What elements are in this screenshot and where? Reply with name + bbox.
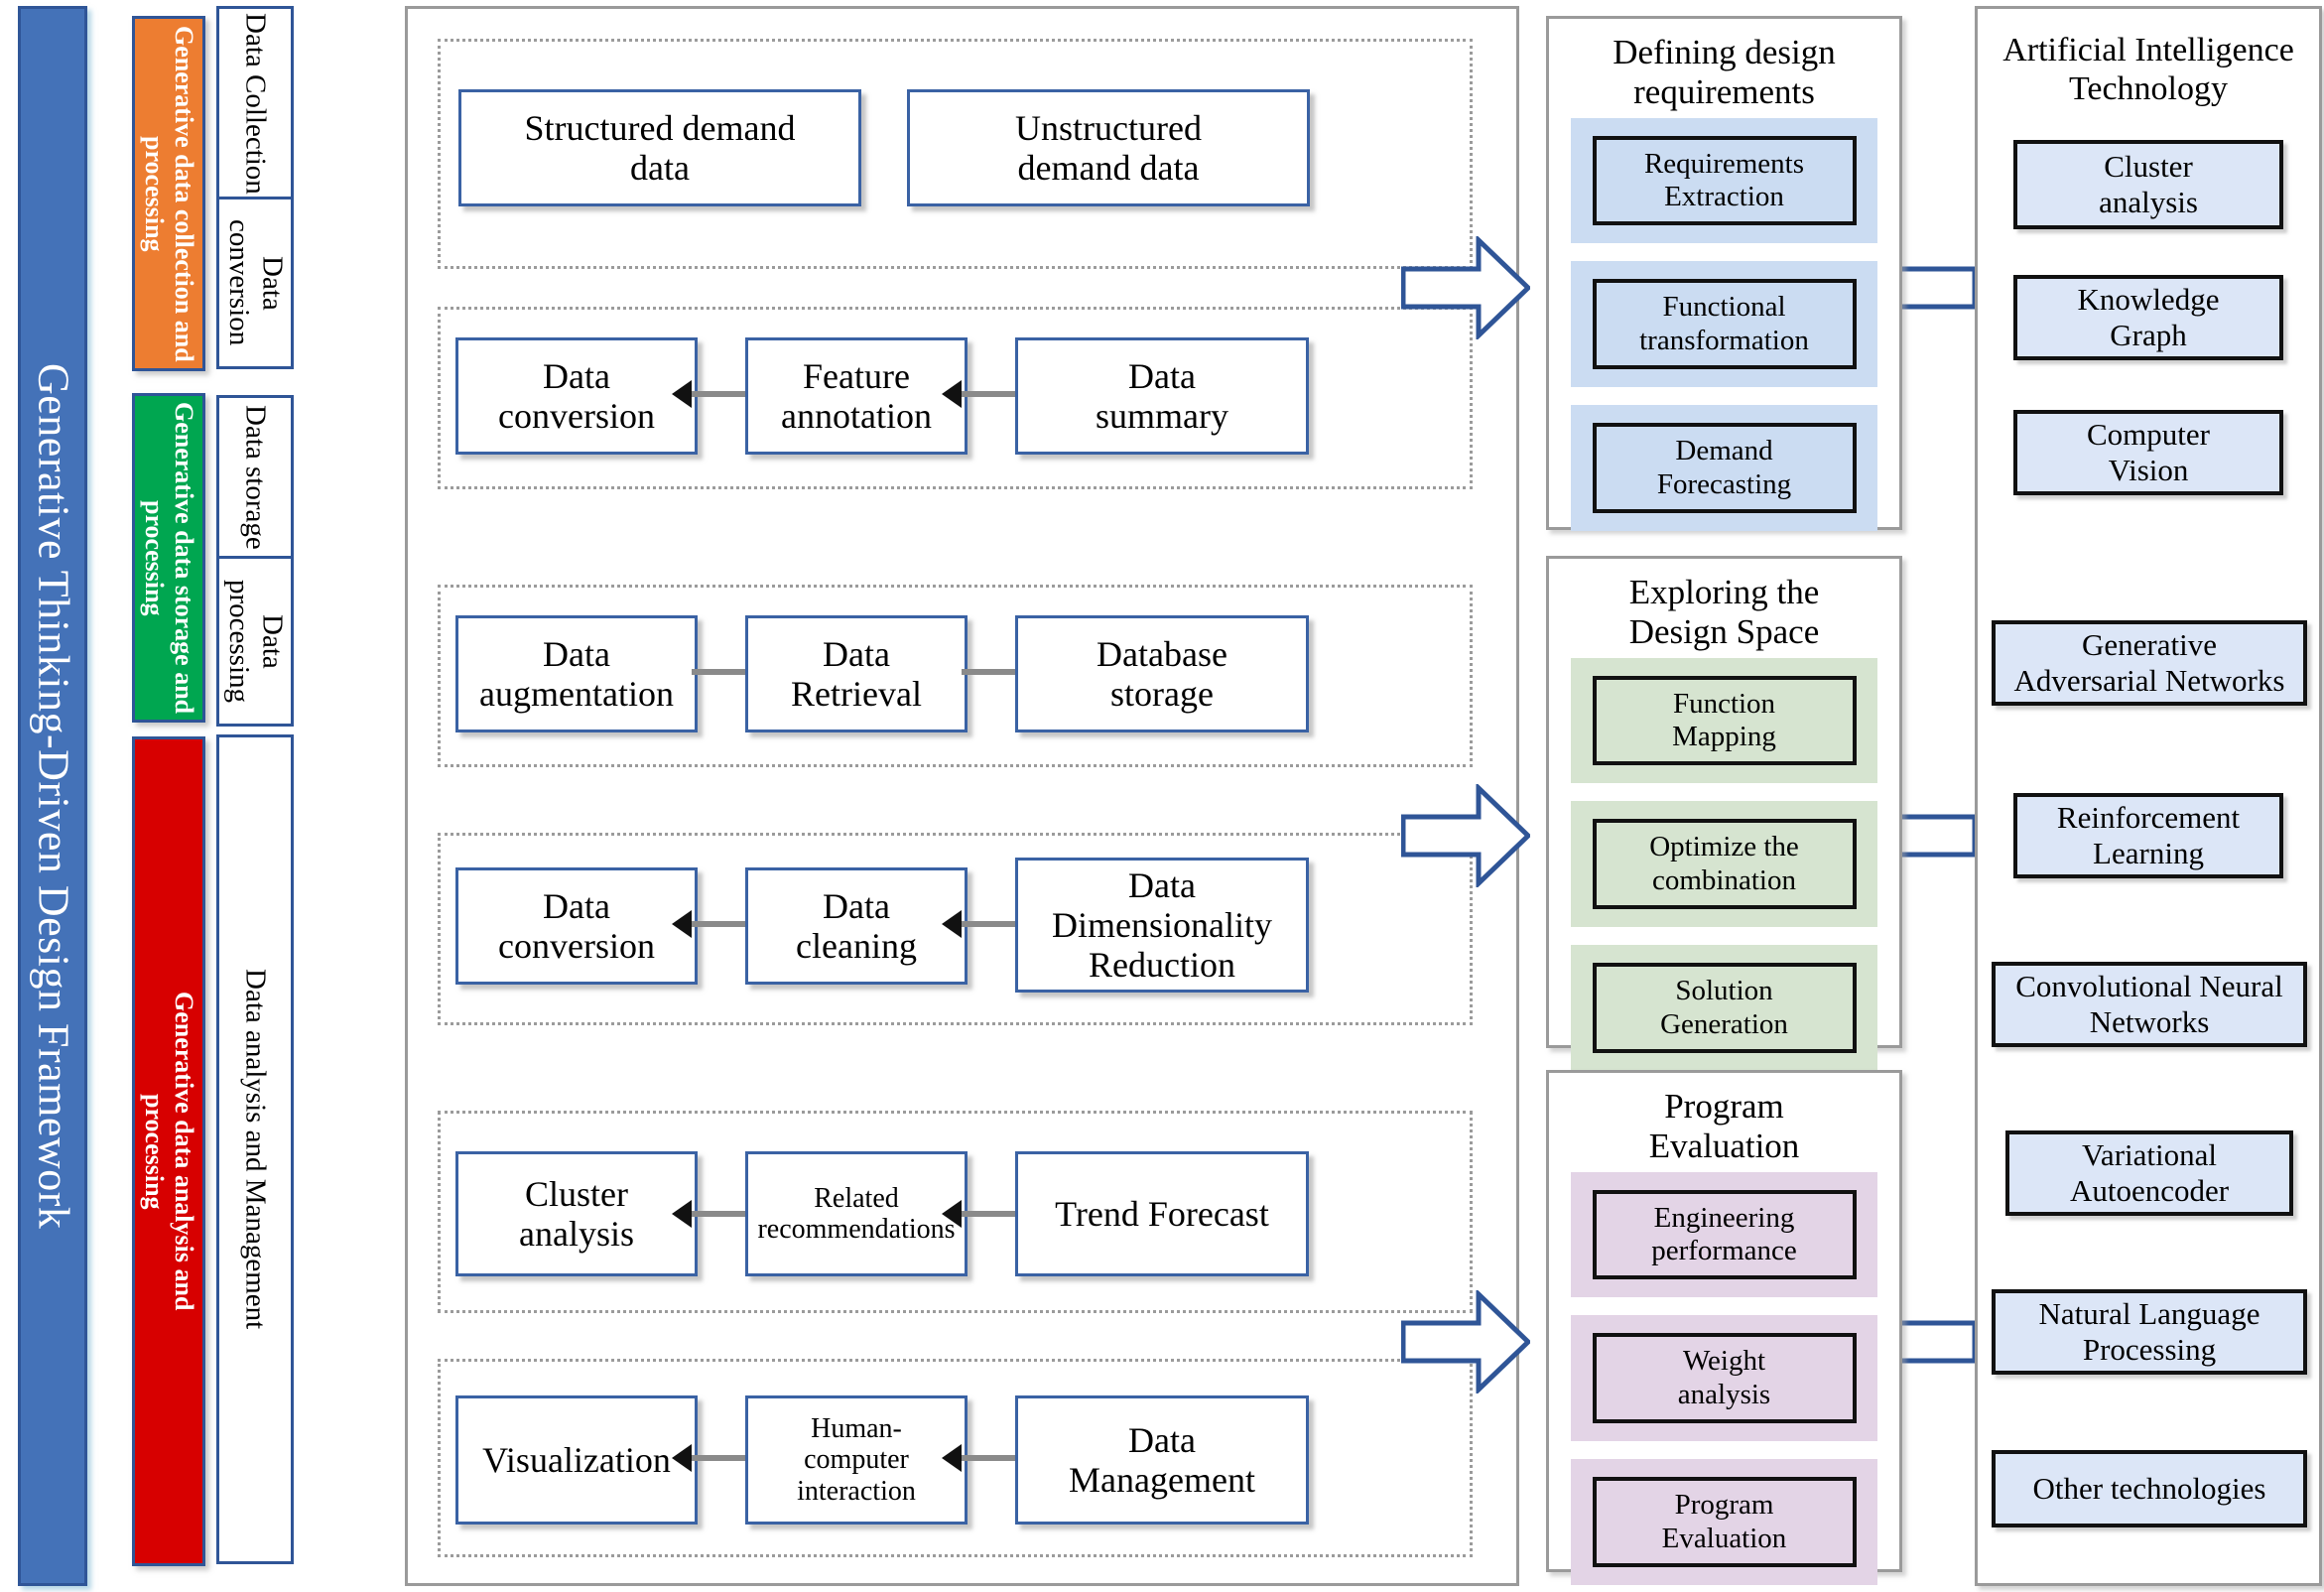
node-trend-forecast: Trend Forecast — [1015, 1151, 1309, 1276]
phase-label: Generative data storage and processing — [140, 401, 198, 715]
chip-program-evaluation: Program Evaluation — [1592, 1477, 1857, 1567]
panel-row: Requirements Extraction — [1571, 117, 1877, 244]
chip-engineering-performance: Engineering performance — [1592, 1189, 1857, 1280]
panel-defining-design-requirements: Defining design requirements Requirement… — [1546, 16, 1902, 531]
panel-title: Defining design requirements — [1613, 33, 1836, 111]
panel-exploring-the-design-space: Exploring the Design Space Function Mapp… — [1546, 556, 1902, 1071]
connector-bidirectional — [672, 380, 765, 408]
group-data-conversion-annotation-summary: Data conversion Feature annotation Data … — [438, 307, 1473, 489]
stage-label: Data analysis and Management — [239, 969, 272, 1330]
phase-bar-generative-data-storage: Generative data storage and processing — [132, 393, 205, 723]
node-database-storage: Database storage — [1015, 615, 1309, 732]
connector-bidirectional — [942, 1200, 1035, 1228]
flow-arrow-to-program-evaluation — [1401, 1290, 1530, 1393]
phase-label: Generative data analysis and processing — [140, 992, 198, 1311]
node-feature-annotation: Feature annotation — [745, 337, 968, 455]
node-data-dimensionality-reduction: Data Dimensionality Reduction — [1015, 858, 1309, 993]
phase-bar-generative-data-collection: Generative data collection and processin… — [132, 16, 205, 371]
arrow-head-left-icon — [672, 1444, 692, 1472]
framework-title: Generative Thinking-Driven Design Framew… — [29, 362, 78, 1230]
panel-row: Demand Forecasting — [1571, 405, 1877, 531]
ai-chip-computer-vision: Computer Vision — [2013, 410, 2283, 495]
arrow-head-left-icon — [942, 380, 962, 408]
arrow-head-left-icon — [672, 910, 692, 938]
node-structured-demand-data: Structured demand data — [458, 89, 861, 206]
stage-label: Data processing — [223, 579, 289, 704]
ai-chip-generative-adversarial-networks: Generative Adversarial Networks — [1992, 620, 2307, 706]
group-visualization-hci-management: Visualization Human- computer interactio… — [438, 1359, 1473, 1557]
stage-box-data-conversion: Data conversion — [216, 197, 294, 369]
connector-bidirectional — [672, 910, 765, 938]
group-data-augmentation-retrieval-storage: Data augmentation Data Retrieval Databas… — [438, 585, 1473, 767]
connector-bidirectional — [672, 1444, 765, 1472]
group-data-conversion-cleaning-reduction: Data conversion Data cleaning Data Dimen… — [438, 833, 1473, 1025]
connector-bidirectional — [942, 910, 1035, 938]
flow-arrow-to-exploring-design-space — [1401, 784, 1530, 887]
node-cluster-analysis: Cluster analysis — [455, 1151, 698, 1276]
ai-panel-title: Artificial Intelligence Technology — [2002, 32, 2294, 108]
panel-row: Engineering performance — [1571, 1171, 1877, 1298]
stage-label: Data Collection — [239, 12, 272, 195]
stage-box-data-collection: Data Collection — [216, 6, 294, 200]
panel-row: Optimize the combination — [1571, 801, 1877, 928]
connector-forward — [692, 658, 765, 686]
node-related-recommendations: Related recommendations — [745, 1151, 968, 1276]
group-demand-data: Structured demand data Unstructured dema… — [438, 39, 1473, 269]
panel-row: Functional transformation — [1571, 261, 1877, 388]
flow-arrow-to-defining-design-requirements — [1401, 236, 1530, 339]
panel-row: Solution Generation — [1571, 945, 1877, 1071]
panel-program-evaluation: Program Evaluation Engineering performan… — [1546, 1070, 1902, 1585]
node-data-conversion: Data conversion — [455, 337, 698, 455]
node-data-augmentation: Data augmentation — [455, 615, 698, 732]
node-data-management: Data Management — [1015, 1395, 1309, 1525]
stage-box-data-analysis-management: Data analysis and Management — [216, 734, 294, 1564]
panel-row: Program Evaluation — [1571, 1459, 1877, 1585]
chip-weight-analysis: Weight analysis — [1592, 1333, 1857, 1424]
panel-row: Function Mapping — [1571, 657, 1877, 784]
phase-bar-generative-data-analysis: Generative data analysis and processing — [132, 736, 205, 1566]
chip-function-mapping: Function Mapping — [1592, 675, 1857, 766]
connector-bidirectional — [942, 380, 1035, 408]
chip-solution-generation: Solution Generation — [1592, 963, 1857, 1053]
panel-title: Exploring the Design Space — [1628, 573, 1820, 651]
chip-demand-forecasting: Demand Forecasting — [1592, 423, 1857, 513]
connector-bidirectional — [942, 1444, 1035, 1472]
node-data-cleaning: Data cleaning — [745, 867, 968, 985]
phase-label: Generative data collection and processin… — [140, 25, 198, 362]
ai-chip-natural-language-processing: Natural Language Processing — [1992, 1289, 2307, 1375]
chip-functional-transformation: Functional transformation — [1592, 279, 1857, 370]
center-process-frame: Structured demand data Unstructured dema… — [405, 6, 1519, 1586]
connector-forward — [962, 658, 1035, 686]
stage-label: Data conversion — [223, 219, 289, 346]
connector-bidirectional — [672, 1200, 765, 1228]
framework-title-bar: Generative Thinking-Driven Design Framew… — [18, 6, 87, 1586]
node-visualization: Visualization — [455, 1395, 698, 1525]
ai-chip-convolutional-neural-networks: Convolutional Neural Networks — [1992, 962, 2307, 1047]
node-data-summary: Data summary — [1015, 337, 1309, 455]
panel-row: Weight analysis — [1571, 1315, 1877, 1442]
panel-title: Program Evaluation — [1648, 1087, 1800, 1165]
chip-requirements-extraction: Requirements Extraction — [1592, 135, 1857, 226]
arrow-head-left-icon — [672, 380, 692, 408]
node-unstructured-demand-data: Unstructured demand data — [907, 89, 1310, 206]
stage-box-data-storage: Data storage — [216, 395, 294, 560]
ai-chip-cluster-analysis: Cluster analysis — [2013, 140, 2283, 229]
arrow-head-left-icon — [672, 1200, 692, 1228]
ai-chip-reinforcement-learning: Reinforcement Learning — [2013, 793, 2283, 878]
arrow-head-left-icon — [942, 910, 962, 938]
node-data-retrieval: Data Retrieval — [745, 615, 968, 732]
arrow-head-left-icon — [942, 1200, 962, 1228]
chip-optimize-the-combination: Optimize the combination — [1592, 819, 1857, 910]
group-cluster-related-trend: Cluster analysis Related recommendations… — [438, 1111, 1473, 1313]
node-data-conversion-2: Data conversion — [455, 867, 698, 985]
ai-chip-knowledge-graph: Knowledge Graph — [2013, 275, 2283, 360]
arrow-head-left-icon — [942, 1444, 962, 1472]
stage-box-data-processing: Data processing — [216, 556, 294, 727]
stage-label: Data storage — [239, 405, 272, 550]
ai-chip-other-technologies: Other technologies — [1992, 1450, 2307, 1527]
node-human-computer-interaction: Human- computer interaction — [745, 1395, 968, 1525]
panel-artificial-intelligence-technology: Artificial Intelligence Technology Clust… — [1975, 6, 2322, 1586]
ai-chip-variational-autoencoder: Variational Autoencoder — [2005, 1130, 2293, 1216]
